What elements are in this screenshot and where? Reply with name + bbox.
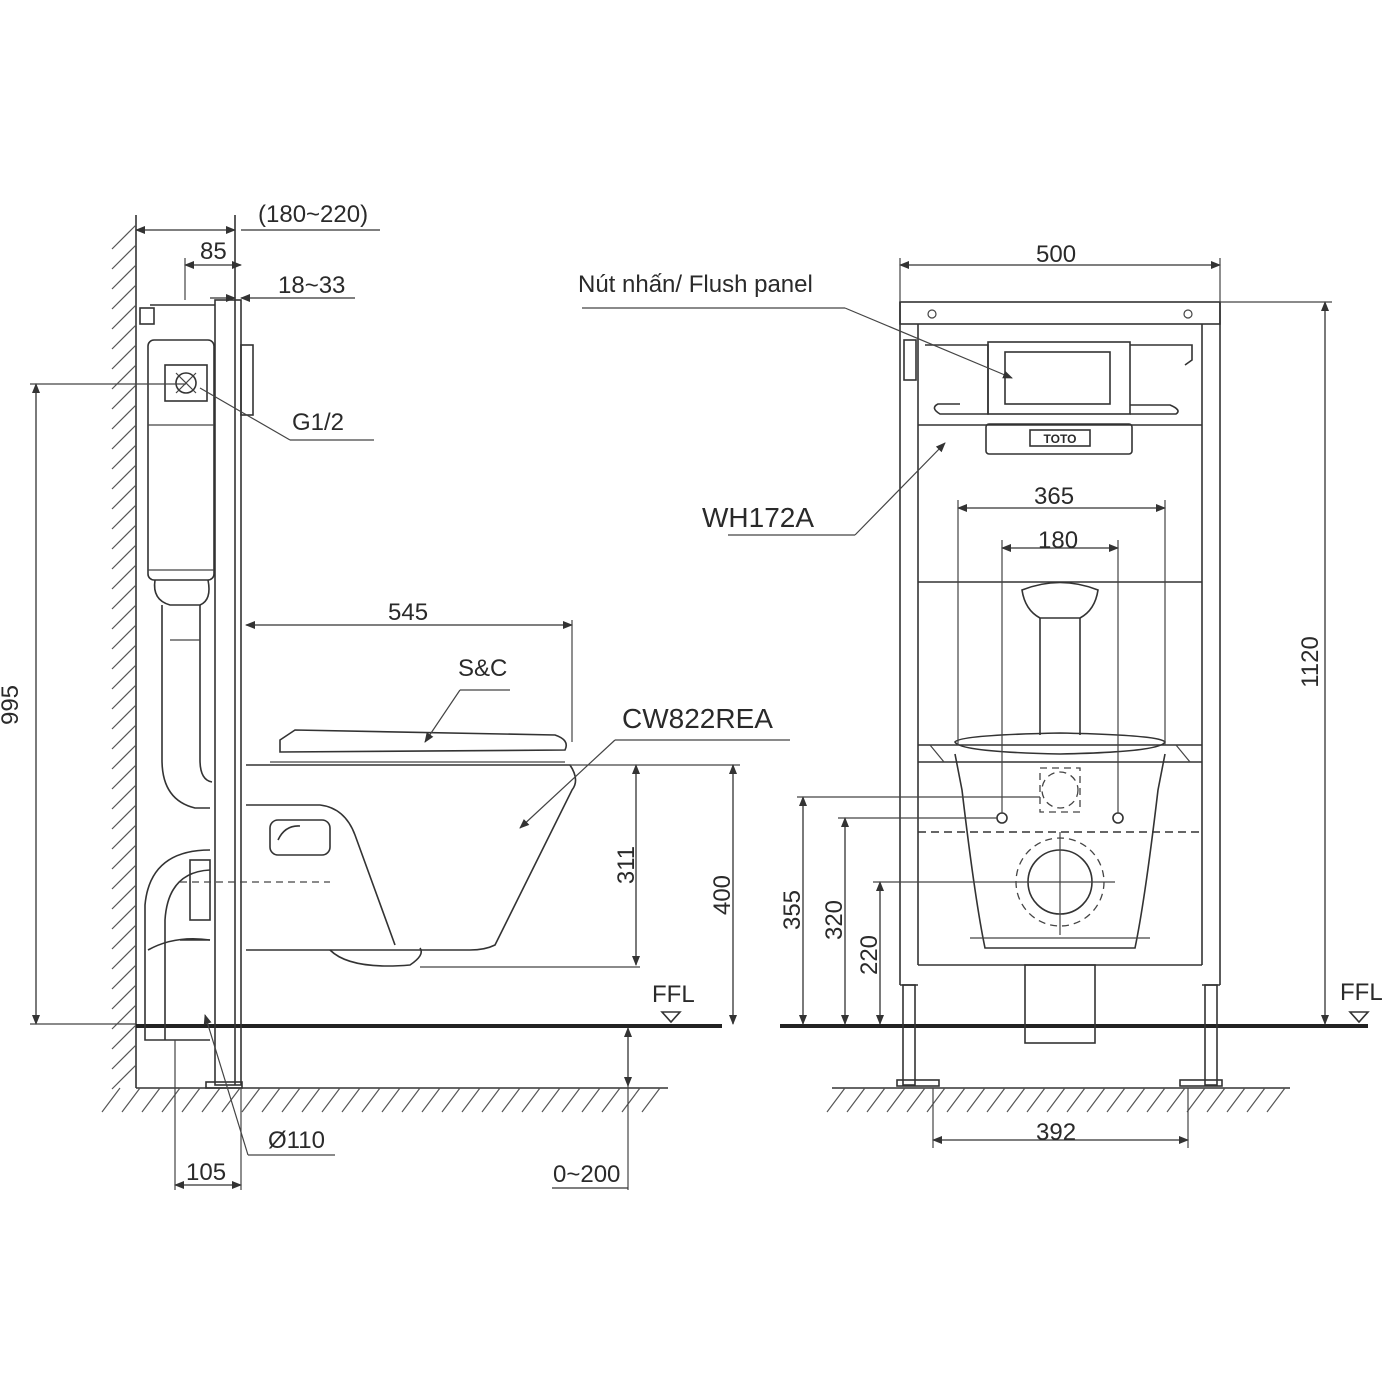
front-dimensions	[582, 258, 1332, 1148]
outlet-height-dimension: 320	[821, 900, 848, 940]
inlet-label: G1/2	[292, 409, 344, 436]
panel-thickness-dimension: 18~33	[278, 272, 345, 299]
drain-pipe	[144, 849, 330, 1041]
bolt-inner-dimension: 180	[1038, 527, 1078, 554]
rim-height-dimension: 400	[709, 875, 736, 915]
install-frame-side	[139, 215, 254, 1089]
floor-structure	[101, 1024, 722, 1113]
bowl-length-dimension: 545	[388, 599, 428, 626]
rear-wall	[111, 215, 137, 1090]
side-dimensions	[30, 226, 790, 1190]
feet-spacing-dimension: 392	[1036, 1119, 1076, 1146]
drain-diameter-label: Ø110	[268, 1127, 325, 1154]
frame-width-dimension: 500	[1036, 241, 1076, 268]
drain-offset-dimension: 105	[186, 1159, 226, 1186]
front-view: TOTO	[578, 241, 1383, 1148]
toilet-bowl-front	[954, 581, 1166, 1044]
front-floor	[780, 1011, 1370, 1113]
bowl-height-dimension: 311	[613, 846, 640, 884]
frame-depth-dimension: 85	[200, 238, 227, 265]
front-floor-level-label: FFL	[1340, 979, 1383, 1006]
toilet-model-label: CW822REA	[622, 703, 773, 734]
floor-adjust-dimension: 0~200	[553, 1161, 620, 1188]
brand-logo: TOTO	[1044, 432, 1077, 446]
bolt-outer-dimension: 365	[1034, 483, 1074, 510]
wall-gap-dimension: (180~220)	[258, 201, 368, 228]
toilet-bowl-side	[246, 729, 577, 967]
side-view: (180~220) 85 18~33 G1/2 545 S&C CW822REA…	[0, 201, 790, 1190]
flush-panel-label: Nút nhấn/ Flush panel	[578, 271, 813, 298]
frame-model-label: WH172A	[702, 502, 814, 533]
floor-level-label: FFL	[652, 981, 695, 1008]
drain-height-dimension: 220	[856, 935, 883, 975]
bolt-height-dimension: 355	[779, 890, 806, 930]
seat-label: S&C	[458, 655, 507, 682]
cistern	[147, 339, 215, 809]
frame-height-dimension: 1120	[1297, 636, 1324, 688]
total-height-dimension: 995	[0, 685, 24, 725]
flush-panel: TOTO	[925, 341, 1193, 455]
install-frame-front	[896, 301, 1223, 1087]
